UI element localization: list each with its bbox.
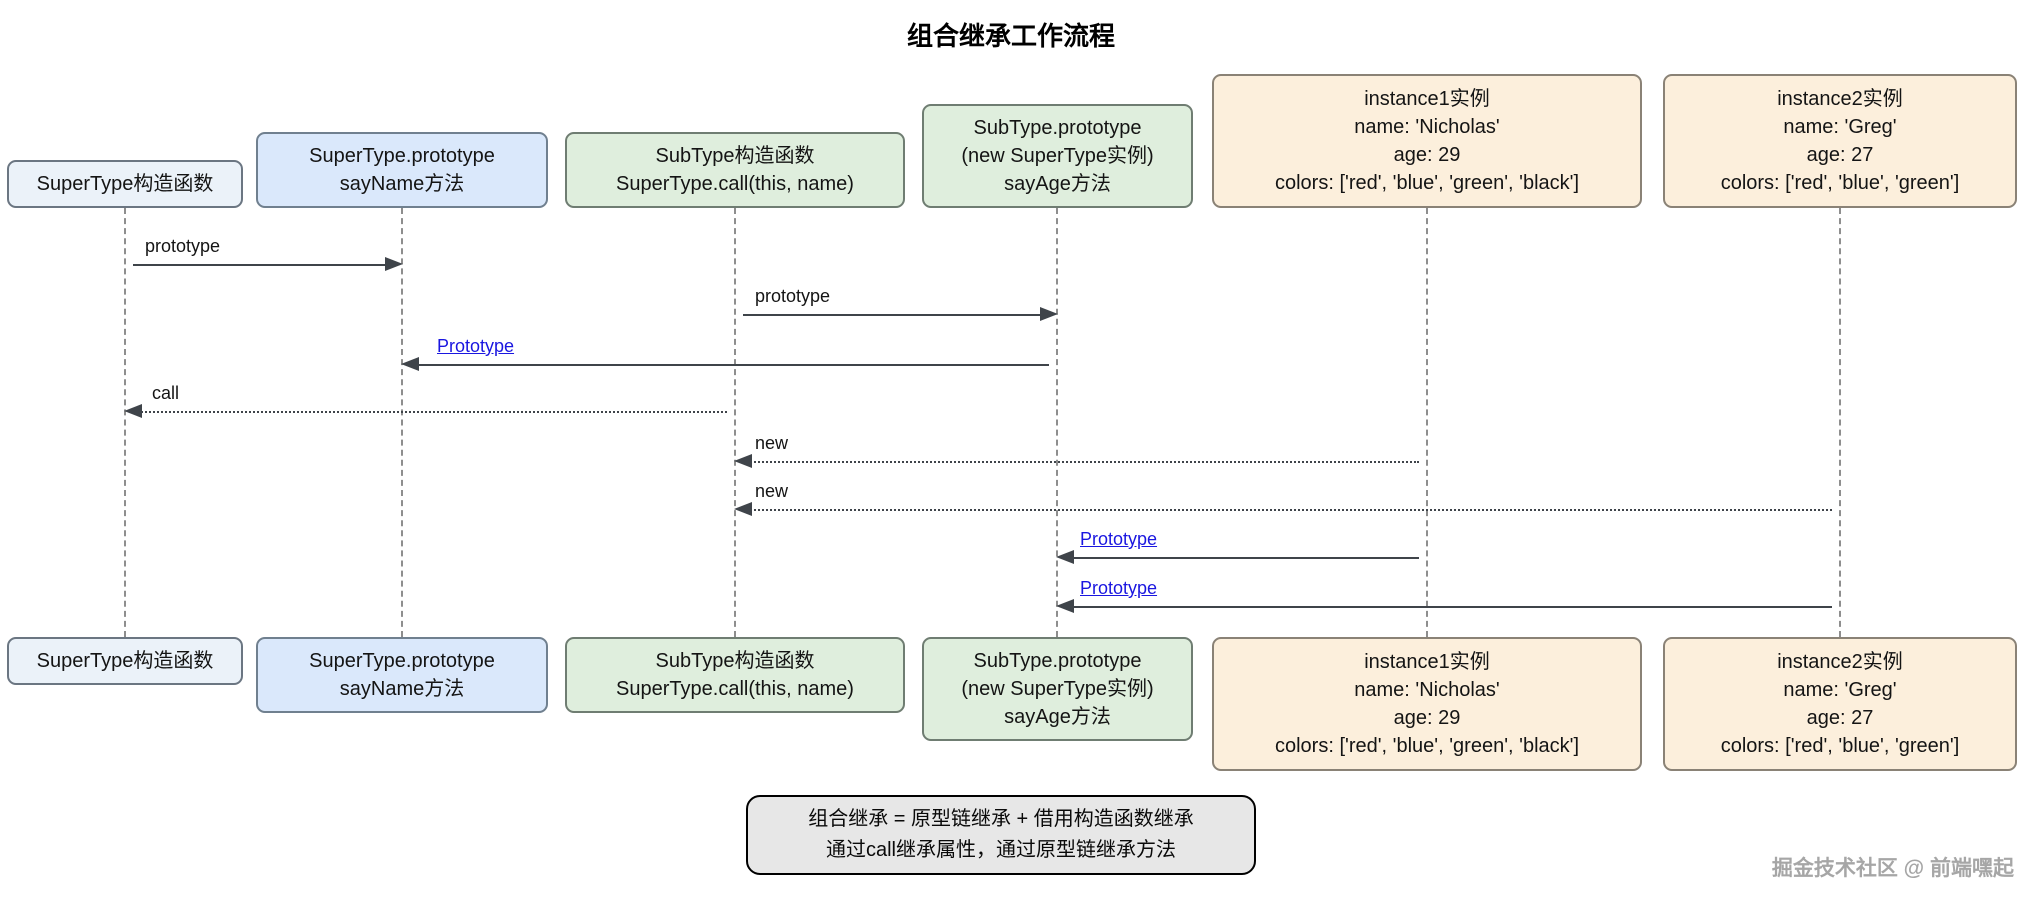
arrow-line [133, 264, 394, 266]
arrowhead-left-icon [1056, 599, 1074, 613]
arrowhead-left-icon [401, 357, 419, 371]
summary-note: 组合继承 = 原型链继承 + 借用构造函数继承 通过call继承属性，通过原型链… [746, 795, 1256, 875]
arrow-line [133, 411, 727, 413]
lifeline-supertype-constructor [124, 208, 126, 637]
arrowhead-right-icon [385, 257, 403, 271]
diagram-title: 组合继承工作流程 [906, 21, 1115, 51]
arrow-line [743, 461, 1419, 463]
lifeline-instance1 [1426, 208, 1428, 637]
participant-top-supertype-constructor: SuperType构造函数 [7, 160, 243, 208]
arrow-line [743, 314, 1049, 316]
message-label: new [755, 433, 789, 453]
lifeline-subtype-constructor [734, 208, 736, 637]
lifeline-supertype-prototype [401, 208, 403, 637]
prototype-link[interactable]: Prototype [437, 336, 515, 356]
lifeline-subtype-prototype [1056, 208, 1058, 637]
prototype-link[interactable]: Prototype [1080, 578, 1158, 598]
prototype-link[interactable]: Prototype [1080, 529, 1158, 549]
participant-bottom-instance1: instance1实例 name: 'Nicholas' age: 29 col… [1212, 637, 1642, 771]
participant-top-instance1: instance1实例 name: 'Nicholas' age: 29 col… [1212, 74, 1642, 208]
arrow-line [410, 364, 1049, 366]
message-label: prototype [145, 236, 221, 256]
arrow-line [1065, 606, 1832, 608]
participant-bottom-supertype-constructor: SuperType构造函数 [7, 637, 243, 685]
participant-bottom-subtype-prototype: SubType.prototype (new SuperType实例) sayA… [922, 637, 1193, 741]
message-label: prototype [755, 286, 831, 306]
arrowhead-left-icon [1056, 550, 1074, 564]
arrowhead-left-icon [734, 502, 752, 516]
participant-top-subtype-constructor: SubType构造函数 SuperType.call(this, name) [565, 132, 905, 208]
participant-bottom-supertype-prototype: SuperType.prototype sayName方法 [256, 637, 548, 713]
arrowhead-right-icon [1040, 307, 1058, 321]
arrow-line [743, 509, 1832, 511]
participant-top-subtype-prototype: SubType.prototype (new SuperType实例) sayA… [922, 104, 1193, 208]
message-label: call [152, 383, 180, 403]
arrow-line [1065, 557, 1419, 559]
arrowhead-left-icon [124, 404, 142, 418]
arrowhead-left-icon [734, 454, 752, 468]
participant-bottom-instance2: instance2实例 name: 'Greg' age: 27 colors:… [1663, 637, 2017, 771]
watermark: 掘金技术社区 @ 前端嘿起 [1771, 857, 2014, 880]
participant-top-supertype-prototype: SuperType.prototype sayName方法 [256, 132, 548, 208]
participant-top-instance2: instance2实例 name: 'Greg' age: 27 colors:… [1663, 74, 2017, 208]
message-label: new [755, 481, 789, 501]
lifeline-instance2 [1839, 208, 1841, 637]
participant-bottom-subtype-constructor: SubType构造函数 SuperType.call(this, name) [565, 637, 905, 713]
